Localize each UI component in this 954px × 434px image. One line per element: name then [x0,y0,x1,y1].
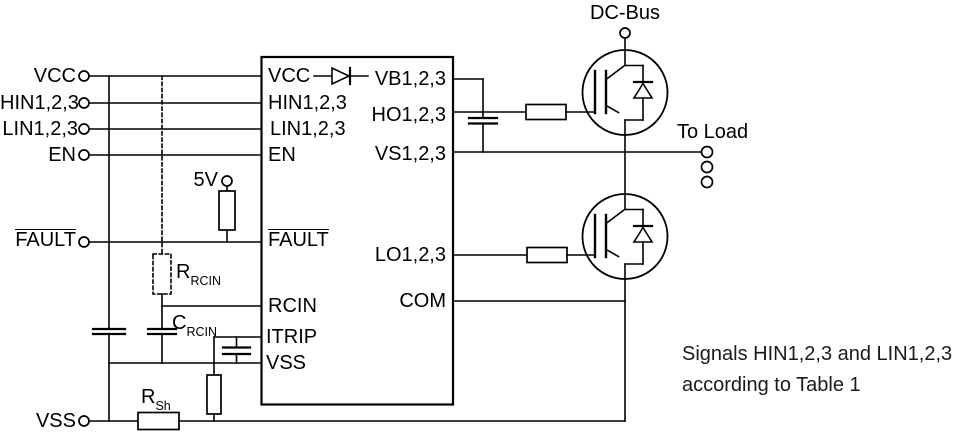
ic-pin-com: COM [399,290,446,312]
lin-terminal [78,123,90,135]
5v-terminal [221,175,233,187]
rcin-branch [146,75,178,364]
vss-rail [88,263,626,431]
ic-pin-vb: VB1,2,3 [374,68,446,90]
vcc-terminal [78,70,90,82]
r-sh-sub: Sh [155,399,171,413]
ic-pin-lo: LO1,2,3 [374,244,446,266]
schematic-strokes [78,27,714,431]
terminal-label-hin: HIN1,2,3 [0,92,79,114]
r-rcin-base: R [176,261,191,283]
low-side-gate-resistor [526,246,568,264]
r-sh-resistor [137,411,180,431]
terminal-label-en: EN [48,144,76,166]
to-load-terminal-3 [700,175,714,189]
r-rcin-sub: RCIN [190,274,222,288]
terminal-label-lin: LIN1,2,3 [2,118,78,140]
ic-pin-ho: HO1,2,3 [371,104,446,126]
terminal-circles [78,27,714,427]
ic-pin-en: EN [268,144,296,166]
c-rcin-sub: RCIN [186,325,218,339]
itrip-branch [206,336,252,422]
r-rcin-label: RRCIN [176,261,221,287]
ic-bootstrap-diode [313,66,369,86]
dc-bus-label: DC-Bus [589,2,660,24]
note-line-2: according to Table 1 [682,374,861,396]
low-side-gate-path [452,246,596,264]
ic-pin-lin: LIN1,2,3 [270,118,346,140]
en-terminal [78,149,90,161]
high-side-gate-resistor [525,103,567,121]
r-sh-base: R [141,386,156,408]
bootstrap-capacitor [452,78,499,153]
ic-pin-vss: VSS [266,352,307,374]
c-rcin-label: CRCIN [172,312,217,338]
bootstrap-diode-triangle [331,66,351,86]
ic-outline [260,55,455,406]
fault-terminal [78,236,90,248]
vss-terminal [78,415,90,427]
itrip-resistor [206,374,222,415]
ic-pin-vs: VS1,2,3 [374,143,446,165]
to-load-terminal-2 [700,160,714,174]
r-rcin-resistor [152,253,172,295]
dc-bus-terminal [619,27,631,39]
note-line-1: Signals HIN1,2,3 and LIN1,2,3 [682,343,953,365]
ic-fault-overline-text: FAULT [268,229,329,251]
r-sh-label: RSh [141,386,171,412]
ic-pin-itrip: ITRIP [266,326,318,348]
high-side-gate-path [452,103,596,121]
pullup-resistor [218,190,236,231]
terminal-label-vcc: VCC [33,65,76,87]
hin-terminal [78,97,90,109]
vcc-decoupling-branch [91,75,127,422]
note-text: Signals HIN1,2,3 and LIN1,2,3 according … [682,339,952,401]
ic-pin-hin: HIN1,2,3 [268,92,347,114]
fault-pullup-5v [218,185,236,243]
ic-pin-rcin: RCIN [268,295,317,317]
fault-overline-text: FAULT [15,229,76,251]
to-load-label: To Load [677,121,749,143]
input-wires [88,75,263,364]
to-load-terminal-1 [700,145,714,159]
ic-pin-fault: FAULT [268,229,329,251]
5v-label: 5V [193,169,218,191]
terminal-label-fault: FAULT [0,229,76,251]
terminal-label-vss: VSS [35,410,76,432]
c-rcin-base: C [172,312,187,334]
ic-pin-vcc: VCC [268,65,311,87]
